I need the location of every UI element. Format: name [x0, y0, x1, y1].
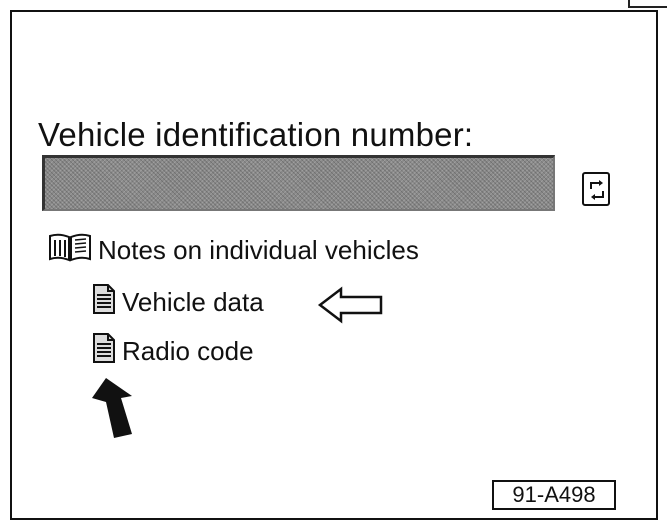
tree-item-radio-code[interactable]: Radio code — [92, 332, 254, 371]
tree-item-label: Vehicle data — [122, 287, 264, 317]
page-corner-rule — [628, 0, 667, 8]
refresh-arrows-icon — [590, 180, 604, 200]
tree-item-vehicle-data[interactable]: Vehicle data — [92, 283, 264, 322]
refresh-button[interactable] — [582, 172, 610, 206]
vin-label: Vehicle identification number: — [38, 116, 474, 153]
figure-code-label: 91-A498 — [492, 480, 616, 510]
tree-item-notes-on-individual-vehicles[interactable]: Notes on individual vehicles — [48, 232, 419, 269]
document-icon — [92, 332, 116, 371]
solid-up-arrow-icon — [84, 376, 140, 445]
screen-frame: Vehicle identification number: Notes o — [10, 10, 658, 520]
tree-item-label: Radio code — [122, 336, 254, 366]
vin-input[interactable] — [42, 155, 555, 211]
open-book-icon — [48, 232, 92, 269]
outline-left-arrow-icon — [317, 286, 385, 329]
document-icon — [92, 283, 116, 322]
tree-item-label: Notes on individual vehicles — [98, 235, 419, 265]
